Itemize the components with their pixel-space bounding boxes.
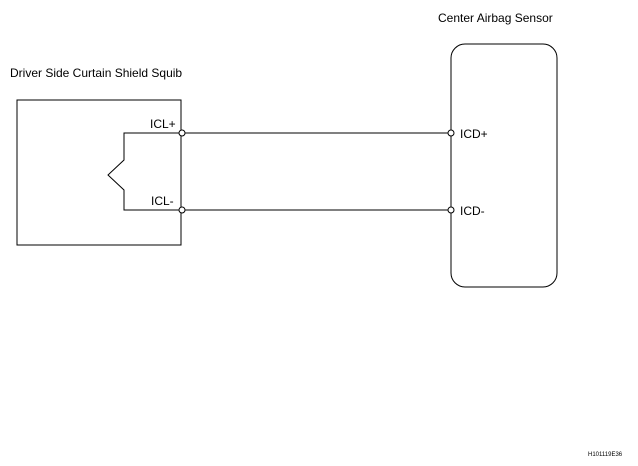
terminal-icl-minus xyxy=(178,206,186,214)
squib-box xyxy=(16,99,182,246)
squib-title: Driver Side Curtain Shield Squib xyxy=(10,66,182,80)
label-icd-plus: ICD+ xyxy=(460,127,488,141)
terminal-icl-plus xyxy=(178,129,186,137)
terminal-icd-plus xyxy=(447,129,455,137)
label-icl-minus: ICL- xyxy=(151,194,174,208)
label-icl-plus: ICL+ xyxy=(150,117,176,131)
label-icd-minus: ICD- xyxy=(460,204,485,218)
sensor-title: Center Airbag Sensor xyxy=(438,11,553,25)
figure-code: H101119E36 xyxy=(588,452,623,458)
squib-element xyxy=(107,132,182,211)
terminal-icd-minus xyxy=(447,206,455,214)
sensor-box xyxy=(450,43,558,288)
